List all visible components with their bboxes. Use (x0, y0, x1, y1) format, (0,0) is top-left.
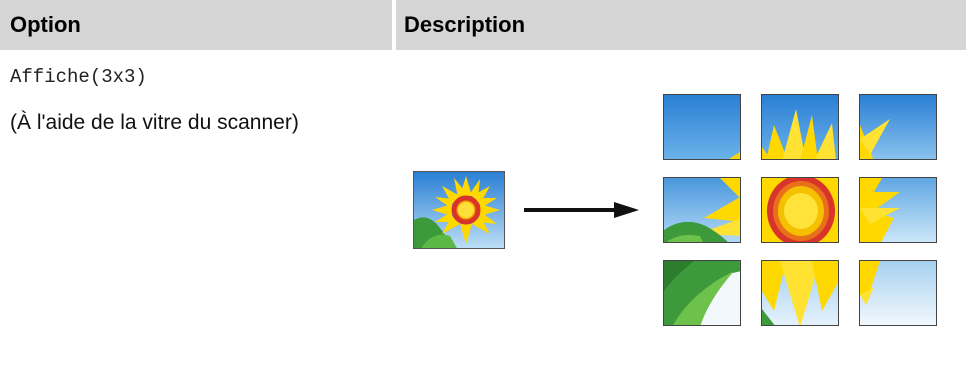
right-arrow-icon (522, 201, 640, 219)
sunflower-photo-icon (413, 171, 505, 249)
poster-tile-2 (761, 94, 839, 160)
poster-tile-6 (859, 177, 937, 243)
description-column-header: Description (396, 0, 966, 50)
poster-tile-3 (859, 94, 937, 160)
poster-tile-9 (859, 260, 937, 326)
option-name: Affiche(3x3) (10, 66, 147, 88)
option-column-header: Option (0, 0, 392, 50)
poster-tile-4 (663, 177, 741, 243)
poster-tile-5 (761, 177, 839, 243)
poster-tile-7 (663, 260, 741, 326)
poster-tile-1 (663, 94, 741, 160)
option-header-label: Option (10, 12, 81, 37)
description-header-label: Description (404, 12, 526, 37)
poster-tile-8 (761, 260, 839, 326)
option-note: (À l'aide de la vitre du scanner) (10, 111, 299, 134)
